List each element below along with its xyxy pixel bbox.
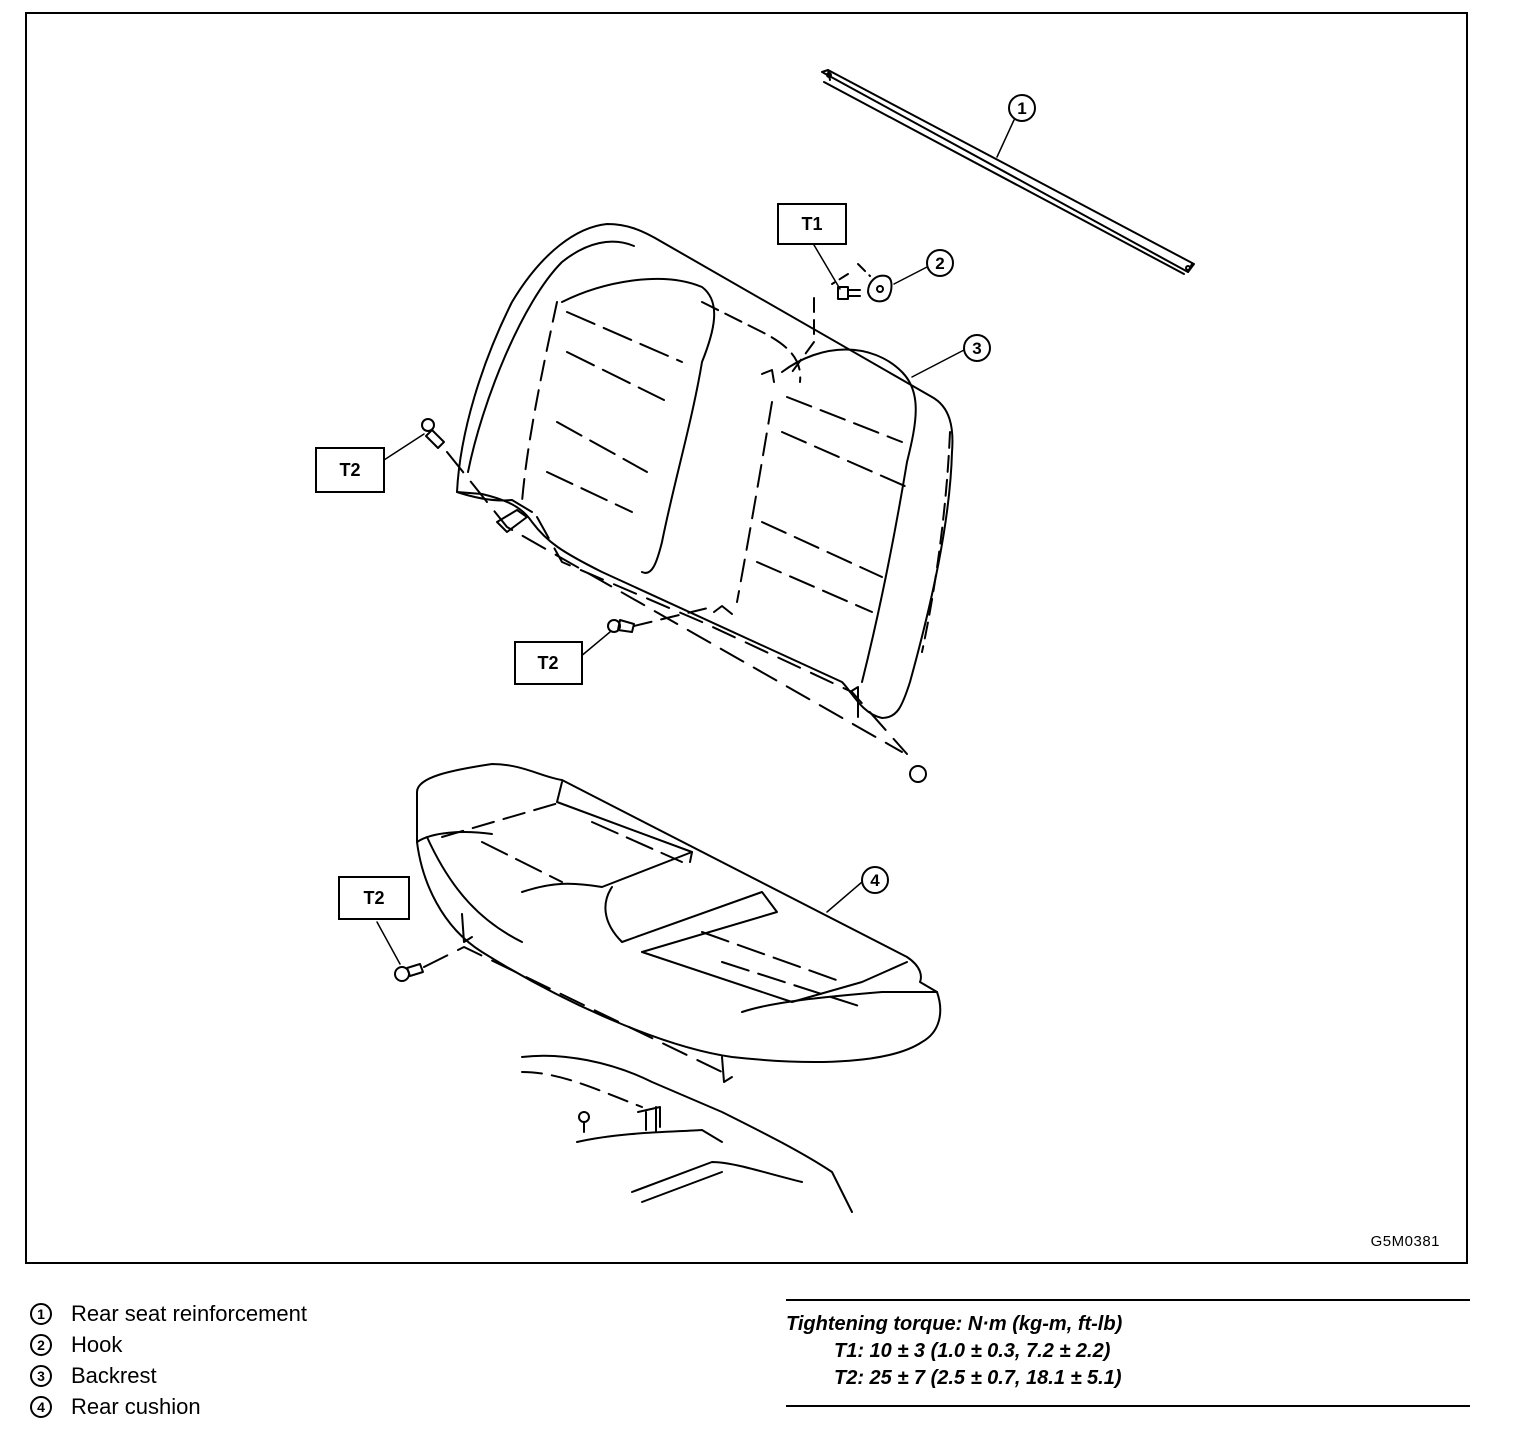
legend-label: Backrest <box>71 1362 157 1388</box>
t2-label-lower: T2 <box>363 888 384 908</box>
figure-id: G5M0381 <box>1370 1233 1440 1250</box>
torque-spec: Tightening torque: N·m (kg-m, ft-lb) T1:… <box>786 1299 1470 1407</box>
legend-label: Hook <box>71 1331 123 1357</box>
torque-t1: T1: 10 ± 3 (1.0 ± 0.3, 7.2 ± 2.2) <box>834 1340 1111 1362</box>
callout-1: 1 <box>1017 99 1026 118</box>
vehicle-floor <box>521 1054 853 1213</box>
legend-number: 1 <box>30 1302 52 1325</box>
legend-item: 3 Backrest <box>30 1360 307 1391</box>
t2-box-upper <box>315 447 385 493</box>
legend-number: 2 <box>30 1333 52 1356</box>
legend-item: 4 Rear cushion <box>30 1391 307 1422</box>
backrest <box>456 223 954 719</box>
callout-4-circle <box>861 866 889 894</box>
torque-t2: T2: 25 ± 7 (2.5 ± 0.7, 18.1 ± 5.1) <box>834 1367 1122 1389</box>
torque-heading: Tightening torque: N·m (kg-m, ft-lb) <box>786 1313 1123 1335</box>
legend-item: 1 Rear seat reinforcement <box>30 1298 307 1329</box>
bolt-t2-middle <box>607 619 635 633</box>
callout-4: 4 <box>870 871 880 890</box>
t1-label: T1 <box>801 214 822 234</box>
legend-number: 3 <box>30 1364 52 1387</box>
callout-3: 3 <box>972 339 981 358</box>
diagram-frame: 1 2 3 4 T1 T2 T2 T2 G5M0381 <box>25 12 1468 1264</box>
callout-2: 2 <box>935 254 944 273</box>
t1-box <box>777 203 847 245</box>
legend-item: 2 Hook <box>30 1329 307 1360</box>
t2-label-upper: T2 <box>339 460 360 480</box>
bolt-t2-upper <box>421 418 445 449</box>
exploded-view-drawing: 1 2 3 4 T1 T2 T2 T2 <box>315 69 1195 1213</box>
rear-seat-reinforcement <box>821 69 1195 275</box>
callout-3-circle <box>963 334 991 362</box>
bolt-t2-lower <box>394 963 424 982</box>
legend-label: Rear seat reinforcement <box>71 1300 307 1326</box>
legend-number: 4 <box>30 1395 52 1418</box>
hook-guide-line <box>791 297 815 373</box>
hook <box>867 274 893 303</box>
callout-1-circle <box>1008 94 1036 122</box>
parts-legend: 1 Rear seat reinforcement 2 Hook 3 Backr… <box>30 1298 307 1422</box>
rear-cushion <box>416 763 942 1083</box>
callout-2-circle <box>926 249 954 277</box>
clip-lower <box>909 765 927 783</box>
bolt-t1 <box>837 286 861 300</box>
t2-box-lower <box>338 876 410 920</box>
leader-lines <box>376 119 1015 965</box>
t2-box-middle <box>514 641 583 685</box>
legend-label: Rear cushion <box>71 1393 201 1419</box>
t2-label-middle: T2 <box>537 653 558 673</box>
